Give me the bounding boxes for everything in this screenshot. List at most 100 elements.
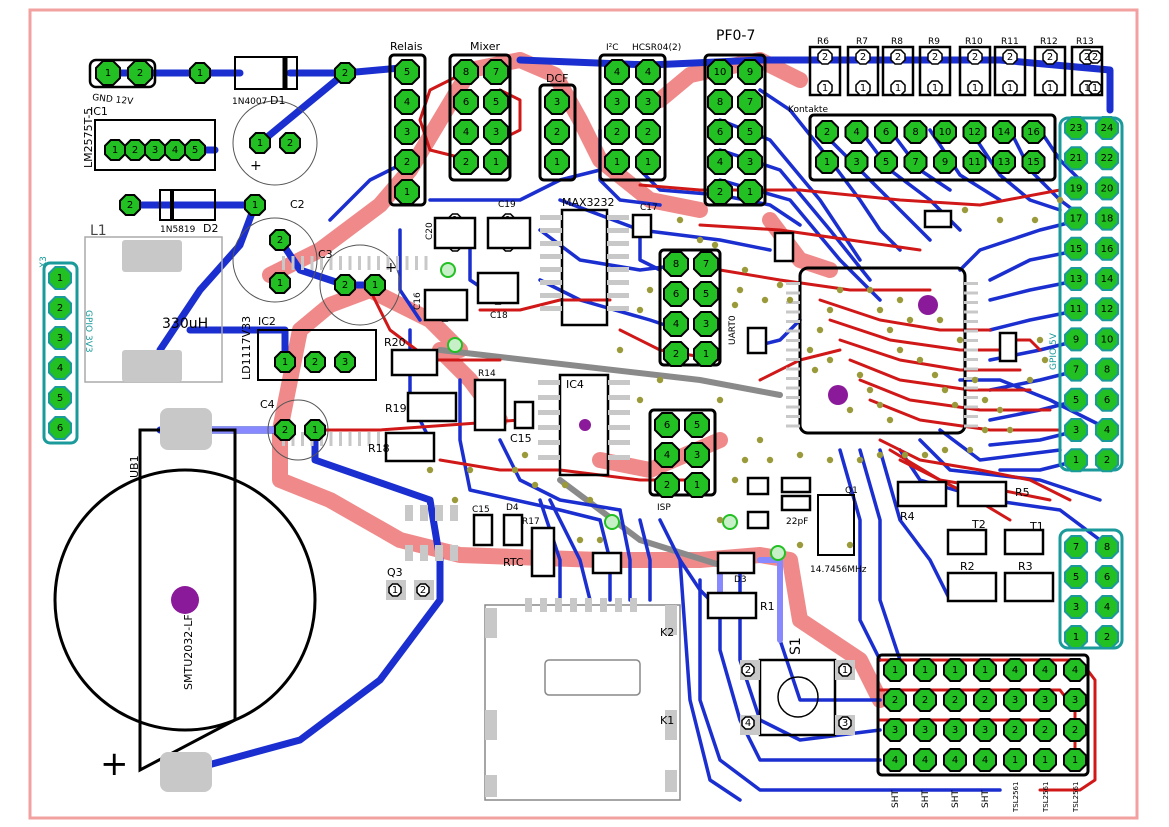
pad: 1 (890, 80, 906, 96)
mcu-pin (396, 256, 399, 270)
mcu-pin (786, 320, 800, 323)
pad: 8 (903, 120, 928, 144)
label-lm2575: LM2575T-5 (82, 108, 95, 168)
pad: 14 (1095, 267, 1119, 291)
via (1026, 376, 1034, 384)
pad-number: 3 (982, 725, 988, 736)
label-relais: Relais (390, 40, 423, 53)
via (826, 356, 834, 364)
pad-number: 7 (703, 259, 709, 270)
mcu-pin (964, 301, 978, 304)
pad: 2 (269, 229, 291, 251)
pad: 2 (883, 688, 907, 712)
pad-number: 1 (197, 68, 203, 79)
pad: 1 (269, 272, 291, 294)
pad-number: 3 (1042, 695, 1048, 706)
pad-number: 2 (824, 127, 830, 138)
mcu-pin (786, 291, 800, 295)
mcu-pin (348, 432, 352, 446)
pad-number: 4 (1072, 665, 1078, 676)
mcu-pin (329, 256, 333, 270)
pad-number: 2 (404, 157, 410, 168)
mcu-pin (377, 432, 380, 446)
pad: 2 (416, 583, 430, 597)
label-i2c: I²C (606, 43, 619, 53)
pad: 5 (184, 139, 206, 161)
pad: 19 (1064, 176, 1088, 201)
pad-number: 3 (1073, 425, 1079, 436)
pad: 2 (453, 149, 479, 175)
via (636, 396, 644, 404)
pad-number: 4 (463, 127, 469, 138)
pad-number: 4 (1104, 425, 1110, 436)
pad-number: 7 (912, 157, 918, 168)
pad: 2 (913, 688, 937, 712)
mcu-pin (786, 405, 800, 409)
pad: 2 (654, 472, 680, 498)
label-c18: C18 (490, 311, 508, 321)
pad-number: 2 (57, 303, 63, 314)
via (776, 281, 784, 289)
label-isp: ISP (657, 503, 671, 513)
via (576, 536, 584, 544)
test-point (770, 545, 786, 561)
mcu-pin (320, 256, 323, 270)
pad-number: 10 (714, 67, 727, 78)
pad: 6 (874, 120, 898, 144)
pad-number: 2 (614, 127, 620, 138)
pad-number: 8 (463, 67, 469, 78)
pad: 6 (707, 119, 733, 145)
pad-number: 15 (1070, 244, 1083, 255)
mcu-pin (358, 256, 361, 270)
pad: 7 (1064, 535, 1088, 559)
pad: 5 (1064, 565, 1088, 589)
mcu-pin (291, 432, 295, 446)
pad: 1 (388, 583, 402, 597)
mcu-pin (964, 320, 978, 323)
pad: 3 (144, 139, 166, 161)
pad-number: 4 (614, 67, 620, 78)
test-point (447, 337, 463, 353)
via (866, 286, 874, 294)
label-r14: R14 (478, 369, 496, 379)
via (736, 286, 744, 294)
pad-number: 3 (554, 97, 560, 108)
via (716, 396, 724, 404)
label-tsl1: TSL2561 (1012, 782, 1020, 813)
pad-number: 6 (1104, 572, 1110, 583)
label-r2: R2 (960, 560, 975, 573)
pad-number: 1 (1012, 755, 1018, 766)
pad-number: 12 (1101, 304, 1114, 315)
label-22pf: 22pF (786, 517, 808, 527)
pad: 4 (164, 139, 186, 161)
pad: 3 (973, 718, 997, 742)
pad: 4 (1095, 418, 1119, 442)
pad-number: 13 (998, 157, 1011, 168)
pad: 10 (933, 120, 957, 144)
pad-number: 21 (1070, 153, 1083, 164)
pad: 4 (943, 748, 967, 772)
label-uart: UART0 (728, 315, 738, 345)
mcu-pin (964, 282, 978, 285)
pad-number: 2 (922, 695, 928, 706)
pad: 8 (707, 89, 733, 115)
pad: 4 (883, 748, 907, 772)
pad: 1 (1033, 748, 1057, 772)
pad: 2 (279, 132, 301, 154)
pad: 4 (604, 59, 630, 85)
pad: 8 (663, 251, 689, 277)
pad-number: 1 (312, 425, 318, 436)
pad-number: 1 (645, 157, 651, 168)
pad-number: 2 (1012, 725, 1018, 736)
label-r10: R10 (965, 37, 983, 47)
pad-number: 6 (463, 97, 469, 108)
label-c19: C19 (498, 200, 516, 210)
pad: 3 (1033, 688, 1057, 712)
via (731, 301, 739, 309)
pad-number: 2 (932, 52, 938, 63)
via (921, 451, 929, 459)
pad: 2 (707, 179, 733, 205)
pad-number: 2 (717, 187, 723, 198)
pad-number: 5 (1073, 395, 1079, 406)
pad-number: 8 (1104, 542, 1110, 553)
